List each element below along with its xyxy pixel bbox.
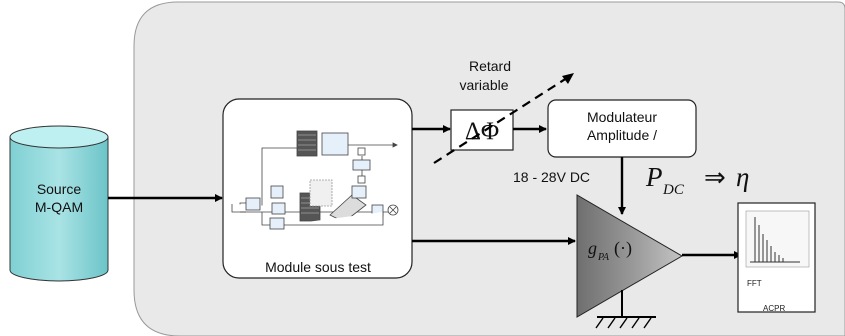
fft-label: FFT <box>747 279 762 288</box>
dc-subscript: DC <box>662 182 685 198</box>
variable-delay-arrow <box>433 75 571 164</box>
acpr-label: ACPR <box>763 304 785 313</box>
modulator-label-line2: Amplitude / <box>587 127 657 143</box>
modulator-block: Modulateur Amplitude / <box>547 99 697 158</box>
delay-label-line2: variable <box>459 77 508 93</box>
eta-symbol: η <box>736 162 749 192</box>
delta-phi-symbol: ΔΦ <box>465 118 499 145</box>
power-amplifier: g PA (·) <box>576 194 683 318</box>
pa-argument: (·) <box>614 238 632 259</box>
pa-g-symbol: g <box>588 238 597 258</box>
p-symbol: P <box>645 162 663 192</box>
dut-label: Module sous test <box>265 259 371 275</box>
delay-label-line1: Retard <box>469 58 511 74</box>
source-label-line1: Source <box>37 181 82 197</box>
spectrum-analyzer: FFT ACPR <box>737 202 816 313</box>
modulator-label-line1: Modulateur <box>587 109 657 125</box>
supply-voltage-label: 18 - 28V DC <box>513 169 590 185</box>
efficiency-annotation: P DC ⇒ η <box>645 162 749 198</box>
dut-module: Module sous test <box>222 98 413 279</box>
implies-arrow: ⇒ <box>704 163 726 192</box>
dut-block-schematic <box>231 130 399 230</box>
delay-block: ΔΦ Retard variable <box>433 58 574 164</box>
spectrum-lines <box>750 217 800 263</box>
ground-symbol <box>595 290 656 329</box>
pa-subscript: PA <box>597 252 610 263</box>
source-label-line2: M-QAM <box>35 199 83 215</box>
source-cylinder: Source M-QAM <box>9 125 109 282</box>
